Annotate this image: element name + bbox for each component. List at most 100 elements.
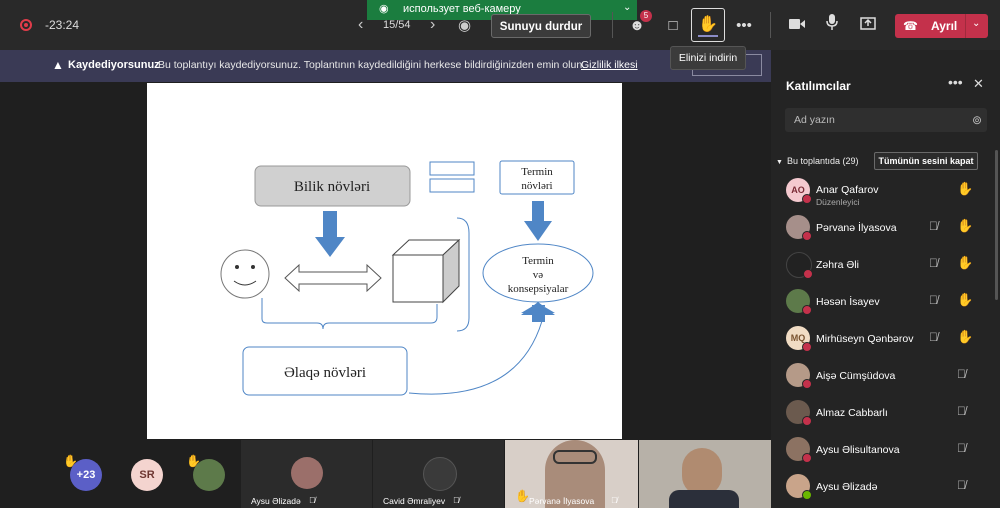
tile-name: Aysu Əlizadə bbox=[251, 496, 301, 506]
section-label[interactable]: ▼Bu toplantıda (29) bbox=[776, 156, 859, 166]
term-types-box bbox=[499, 160, 575, 195]
avatar bbox=[786, 289, 812, 315]
camera-icon[interactable] bbox=[782, 14, 812, 38]
participant-name: Pərvanə İlyasova bbox=[816, 222, 897, 234]
toolbar-divider bbox=[612, 12, 613, 38]
next-arrow-icon[interactable]: › bbox=[430, 16, 436, 33]
phone-icon: ☎ bbox=[903, 19, 918, 33]
avatar bbox=[291, 457, 323, 489]
participants-badge: 5 bbox=[640, 10, 652, 22]
participant-row[interactable]: Aysu Əlisultanova 🎙̸ bbox=[786, 437, 986, 471]
stop-presenting-button[interactable]: Sunuyu durdur bbox=[491, 14, 591, 38]
shared-slide: Bilik növləri Termin növləri Termin və k… bbox=[147, 83, 622, 439]
glasses-graphic bbox=[553, 450, 597, 464]
more-icon[interactable]: ••• bbox=[948, 74, 963, 90]
recording-message: Bu toplantıyı kaydediyorsunuz. Toplantın… bbox=[158, 59, 586, 71]
tile-name: Pərvanə İlyasova bbox=[529, 496, 595, 506]
mic-off-icon: 🎙̸ bbox=[957, 404, 966, 418]
participant-row[interactable]: Almaz Cabbarlı 🎙̸ bbox=[786, 400, 986, 434]
meeting-timer: -23:24 bbox=[45, 18, 80, 32]
participant-name: Mirhüseyn Qənbərov bbox=[816, 333, 914, 345]
svg-text:konsepsiyalar: konsepsiyalar bbox=[508, 283, 569, 295]
participant-name: Zəhra Əli bbox=[816, 259, 859, 271]
participant-row[interactable]: MQ Mirhüseyn Qənbərov 🎙̸ ✋ bbox=[786, 326, 986, 360]
eye-icon[interactable]: ◉ bbox=[458, 17, 472, 34]
tile-name: Cavid Əmraliyev bbox=[383, 496, 446, 506]
knowledge-types-text: Bilik növləri bbox=[294, 179, 370, 195]
mic-off-icon: 🎙̸ bbox=[309, 495, 316, 505]
share-invite-icon[interactable]: ⊚ bbox=[972, 113, 983, 127]
webcam-banner-text: использует веб-камеру bbox=[403, 3, 521, 15]
participant-row[interactable]: Zəhra Əli 🎙̸ ✋ bbox=[786, 252, 986, 286]
participant-name: Almaz Cabbarlı bbox=[816, 407, 888, 419]
video-tile[interactable]: Aysu Əlizadə 🎙̸ bbox=[241, 440, 372, 508]
avatar[interactable] bbox=[193, 459, 225, 491]
prev-arrow-icon[interactable]: ‹ bbox=[358, 16, 364, 33]
video-tile[interactable] bbox=[639, 440, 771, 508]
slide-diagram: Bilik növləri Termin növləri Termin və k… bbox=[220, 160, 594, 396]
video-feed bbox=[669, 490, 739, 508]
participant-row[interactable]: Pərvanə İlyasova 🎙̸ ✋ bbox=[786, 215, 986, 249]
svg-text:Əlaqə növləri: Əlaqə növləri bbox=[284, 365, 366, 381]
video-tile[interactable]: ✋ Pərvanə İlyasova 🎙̸ bbox=[505, 440, 638, 508]
leave-label: Ayrıl bbox=[931, 19, 958, 33]
avatar bbox=[786, 363, 812, 389]
video-tile[interactable]: Cavid Əmraliyev 🎙̸ bbox=[373, 440, 504, 508]
participant-name: Həsən İsayev bbox=[816, 296, 880, 308]
mute-all-button[interactable]: Tümünün sesini kapat bbox=[874, 152, 978, 170]
svg-text:və: və bbox=[533, 269, 544, 281]
mic-off-icon: 🎙̸ bbox=[929, 219, 938, 233]
mic-icon[interactable] bbox=[817, 14, 847, 38]
mic-off-icon: 🎙̸ bbox=[453, 495, 460, 505]
mic-off-icon: 🎙̸ bbox=[929, 293, 938, 307]
slide-counter: 15/54 bbox=[383, 19, 411, 31]
avatar bbox=[786, 437, 812, 463]
participant-row[interactable]: Aysu Əlizadə 🎙̸ bbox=[786, 474, 986, 508]
mic-off-icon: 🎙̸ bbox=[929, 256, 938, 270]
avatar bbox=[786, 252, 813, 279]
video-feed bbox=[682, 448, 722, 496]
avatar[interactable]: SR bbox=[131, 459, 163, 491]
close-icon[interactable]: ✕ bbox=[973, 76, 984, 91]
recording-banner bbox=[0, 50, 771, 82]
participant-name: Aysu Əlizadə bbox=[816, 481, 878, 493]
tooltip: Elinizi indirin bbox=[670, 46, 746, 70]
participant-row[interactable]: Həsən İsayev 🎙̸ ✋ bbox=[786, 289, 986, 323]
participant-row[interactable]: AO Anar Qafarov Düzenleyici ✋ bbox=[786, 178, 986, 212]
participants-icon[interactable]: ☻5 bbox=[622, 10, 652, 38]
raise-hand-icon: ✋ bbox=[515, 489, 530, 503]
participant-name: Aişə Cümşüdova bbox=[816, 370, 896, 382]
raise-hand-icon[interactable]: ✋ bbox=[691, 8, 725, 42]
avatar bbox=[786, 400, 812, 426]
leave-button[interactable]: ☎ Ayrıl ⌄ bbox=[895, 14, 988, 38]
chevron-down-icon[interactable]: ⌄ bbox=[623, 2, 632, 13]
avatar bbox=[786, 474, 812, 500]
mic-off-icon: 🎙̸ bbox=[957, 367, 966, 381]
warning-icon: ▲ bbox=[52, 58, 64, 72]
more-icon[interactable]: ••• bbox=[736, 17, 752, 34]
avatar bbox=[423, 457, 457, 491]
raise-hand-icon: ✋ bbox=[957, 218, 974, 233]
avatar: AO bbox=[786, 178, 812, 204]
participant-name: Anar Qafarov bbox=[816, 184, 879, 196]
search-input[interactable]: Ad yazın bbox=[785, 108, 987, 132]
record-icon bbox=[20, 19, 32, 31]
mic-off-icon: 🎙̸ bbox=[957, 478, 966, 492]
participant-row[interactable]: Aişə Cümşüdova 🎙̸ bbox=[786, 363, 986, 397]
relation-types-box bbox=[242, 346, 408, 396]
avatar bbox=[786, 215, 812, 241]
overflow-participants[interactable]: +23 bbox=[70, 459, 102, 491]
raise-hand-icon: ✋ bbox=[957, 329, 974, 344]
privacy-link[interactable]: Gizlilik ilkesi bbox=[581, 59, 638, 71]
svg-text:Termin: Termin bbox=[522, 255, 554, 267]
scrollbar[interactable] bbox=[995, 150, 998, 300]
raise-hand-icon: ✋ bbox=[957, 255, 974, 270]
search-placeholder: Ad yazın bbox=[794, 114, 835, 126]
raise-hand-icon: ✋ bbox=[957, 292, 974, 307]
chevron-down-icon[interactable]: ⌄ bbox=[972, 18, 981, 29]
svg-text:Termin: Termin bbox=[521, 166, 553, 178]
share-icon[interactable] bbox=[853, 14, 883, 38]
mic-off-icon: 🎙̸ bbox=[929, 330, 938, 344]
knowledge-types-box bbox=[254, 165, 411, 207]
chat-icon[interactable]: □ bbox=[668, 17, 678, 34]
